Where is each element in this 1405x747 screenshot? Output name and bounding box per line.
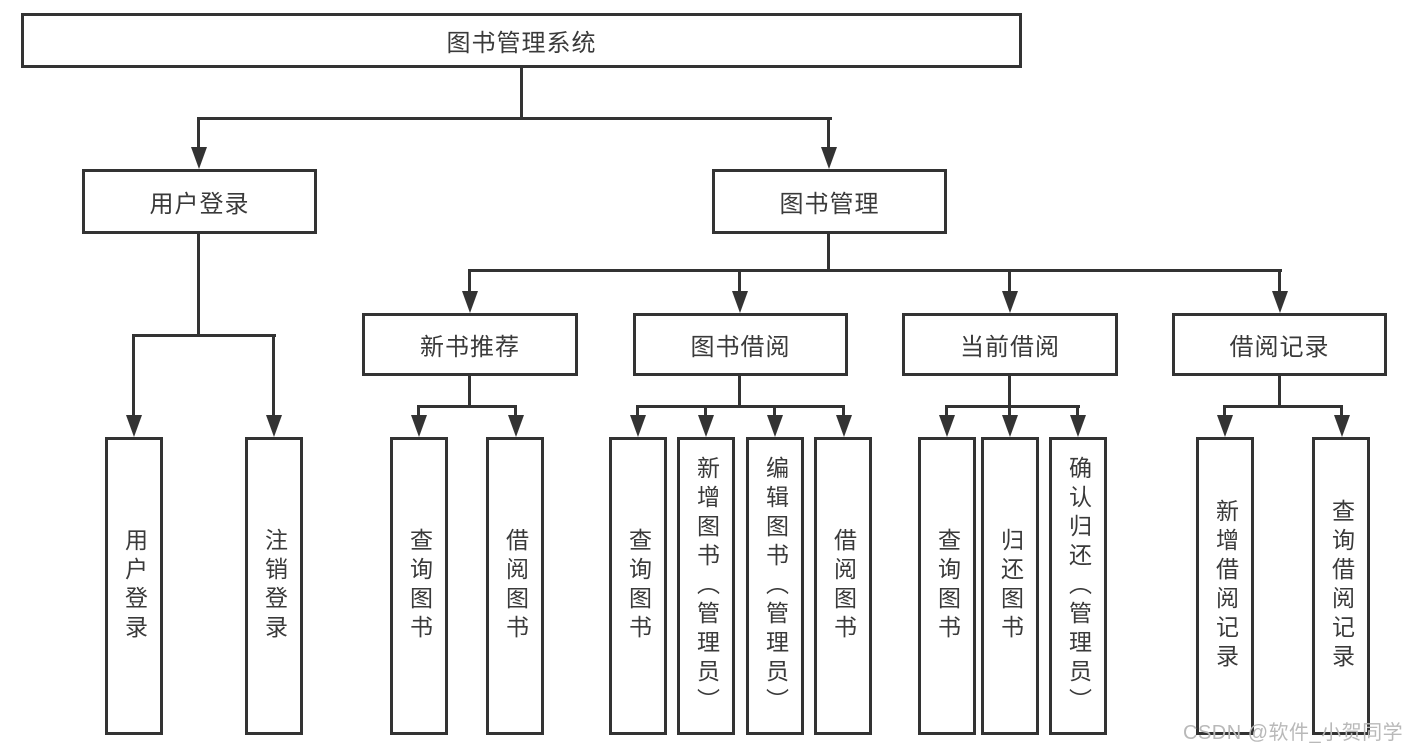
node-label: 归还图书 bbox=[997, 528, 1024, 644]
leaf-borrow-books: 借阅图书 bbox=[814, 437, 872, 735]
connector-leaf-drop bbox=[636, 405, 639, 417]
connector-level2-rail bbox=[197, 117, 832, 120]
connector-level3-rail bbox=[468, 269, 1282, 272]
connector-user-login-stem bbox=[197, 234, 200, 337]
connector-leaf-drop bbox=[1340, 405, 1343, 417]
connector-l3-stem bbox=[738, 376, 741, 407]
node-new-book-recommend: 新书推荐 bbox=[362, 313, 578, 376]
node-label: 当前借阅 bbox=[960, 334, 1060, 361]
node-label: 编辑图书（管理员） bbox=[762, 455, 789, 717]
connector-leaf-drop bbox=[773, 405, 776, 417]
connector-leaf-rail bbox=[636, 405, 845, 408]
leaf-query-books: 查询图书 bbox=[609, 437, 667, 735]
node-label: 图书借阅 bbox=[690, 334, 791, 361]
arrow-down-icon bbox=[266, 415, 282, 437]
arrow-down-icon bbox=[508, 415, 524, 437]
node-label: 借阅图书 bbox=[830, 528, 857, 644]
leaf-confirm-return-admin: 确认归还（管理员） bbox=[1049, 437, 1107, 735]
leaf-add-books-admin: 新增图书（管理员） bbox=[677, 437, 735, 735]
connector-root-stem bbox=[520, 68, 523, 120]
node-label: 用户登录 bbox=[121, 528, 148, 644]
leaf-query-books: 查询图书 bbox=[918, 437, 976, 735]
node-current-borrow: 当前借阅 bbox=[902, 313, 1118, 376]
connector-leaf-drop bbox=[945, 405, 948, 417]
connector-user-login-drop bbox=[197, 117, 200, 149]
leaf-edit-books-admin: 编辑图书（管理员） bbox=[746, 437, 804, 735]
node-label: 新书推荐 bbox=[420, 334, 520, 361]
node-label: 图书管理系统 bbox=[446, 30, 597, 57]
node-borrow-record: 借阅记录 bbox=[1172, 313, 1387, 376]
arrow-down-icon bbox=[462, 291, 478, 313]
connector-user-login-rail bbox=[132, 334, 276, 337]
arrow-down-icon bbox=[767, 415, 783, 437]
node-label: 用户登录 bbox=[149, 191, 250, 218]
connector-leaf-drop bbox=[704, 405, 707, 417]
leaf-borrow-books: 借阅图书 bbox=[486, 437, 544, 735]
node-label: 查询图书 bbox=[625, 528, 652, 644]
node-label: 借阅记录 bbox=[1229, 334, 1330, 361]
node-label: 新增图书（管理员） bbox=[693, 455, 720, 717]
node-label: 查询借阅记录 bbox=[1328, 499, 1355, 673]
csdn-watermark: CSDN @软件_小贺同学 bbox=[1183, 722, 1404, 744]
connector-leaf-drop bbox=[1008, 405, 1011, 417]
arrow-down-icon bbox=[1002, 291, 1018, 313]
node-label: 查询图书 bbox=[934, 528, 961, 644]
arrow-down-icon bbox=[411, 415, 427, 437]
connector-leaf-drop bbox=[1076, 405, 1079, 417]
connector-leaf-drop bbox=[514, 405, 517, 417]
arrow-down-icon bbox=[1070, 415, 1086, 437]
connector-l3-stem bbox=[468, 376, 471, 407]
connector-book-mgmt-stem bbox=[827, 234, 830, 272]
connector-leaf-drop bbox=[1223, 405, 1226, 417]
connector-leaf-rail bbox=[1223, 405, 1343, 408]
connector-level3-drop bbox=[1278, 269, 1281, 293]
connector-level3-drop bbox=[468, 269, 471, 293]
arrow-down-icon bbox=[1334, 415, 1350, 437]
connector-leaf-drop bbox=[842, 405, 845, 417]
leaf-query-books: 查询图书 bbox=[390, 437, 448, 735]
node-label: 查询图书 bbox=[406, 528, 433, 644]
arrow-down-icon bbox=[836, 415, 852, 437]
connector-leaf-drop bbox=[417, 405, 420, 417]
arrow-down-icon bbox=[630, 415, 646, 437]
leaf-return-books: 归还图书 bbox=[981, 437, 1039, 735]
arrow-down-icon bbox=[1217, 415, 1233, 437]
arrow-down-icon bbox=[191, 147, 207, 169]
arrow-down-icon bbox=[126, 415, 142, 437]
node-label: 借阅图书 bbox=[502, 528, 529, 644]
connector-l3-stem bbox=[1278, 376, 1281, 407]
node-label: 注销登录 bbox=[261, 528, 288, 644]
node-library-management-system: 图书管理系统 bbox=[21, 13, 1022, 68]
connector-leaf-rail bbox=[417, 405, 517, 408]
connector-level3-drop bbox=[1008, 269, 1011, 293]
arrow-down-icon bbox=[1272, 291, 1288, 313]
connector-leaf-drop bbox=[132, 334, 135, 417]
connector-leaf-rail bbox=[945, 405, 1080, 408]
arrow-down-icon bbox=[821, 147, 837, 169]
node-label: 图书管理 bbox=[779, 191, 880, 218]
node-label: 新增借阅记录 bbox=[1212, 499, 1239, 673]
arrow-down-icon bbox=[939, 415, 955, 437]
leaf-user-login: 用户登录 bbox=[105, 437, 163, 735]
connector-level3-drop bbox=[738, 269, 741, 293]
node-book-management: 图书管理 bbox=[712, 169, 947, 234]
arrow-down-icon bbox=[698, 415, 714, 437]
node-label: 确认归还（管理员） bbox=[1065, 455, 1092, 717]
connector-book-mgmt-drop bbox=[827, 117, 830, 149]
arrow-down-icon bbox=[732, 291, 748, 313]
leaf-logout: 注销登录 bbox=[245, 437, 303, 735]
node-user-login: 用户登录 bbox=[82, 169, 317, 234]
leaf-query-borrow-record: 查询借阅记录 bbox=[1312, 437, 1370, 735]
node-book-borrow: 图书借阅 bbox=[633, 313, 848, 376]
connector-l3-stem bbox=[1008, 376, 1011, 407]
arrow-down-icon bbox=[1002, 415, 1018, 437]
connector-leaf-drop bbox=[272, 334, 275, 417]
leaf-add-borrow-record: 新增借阅记录 bbox=[1196, 437, 1254, 735]
